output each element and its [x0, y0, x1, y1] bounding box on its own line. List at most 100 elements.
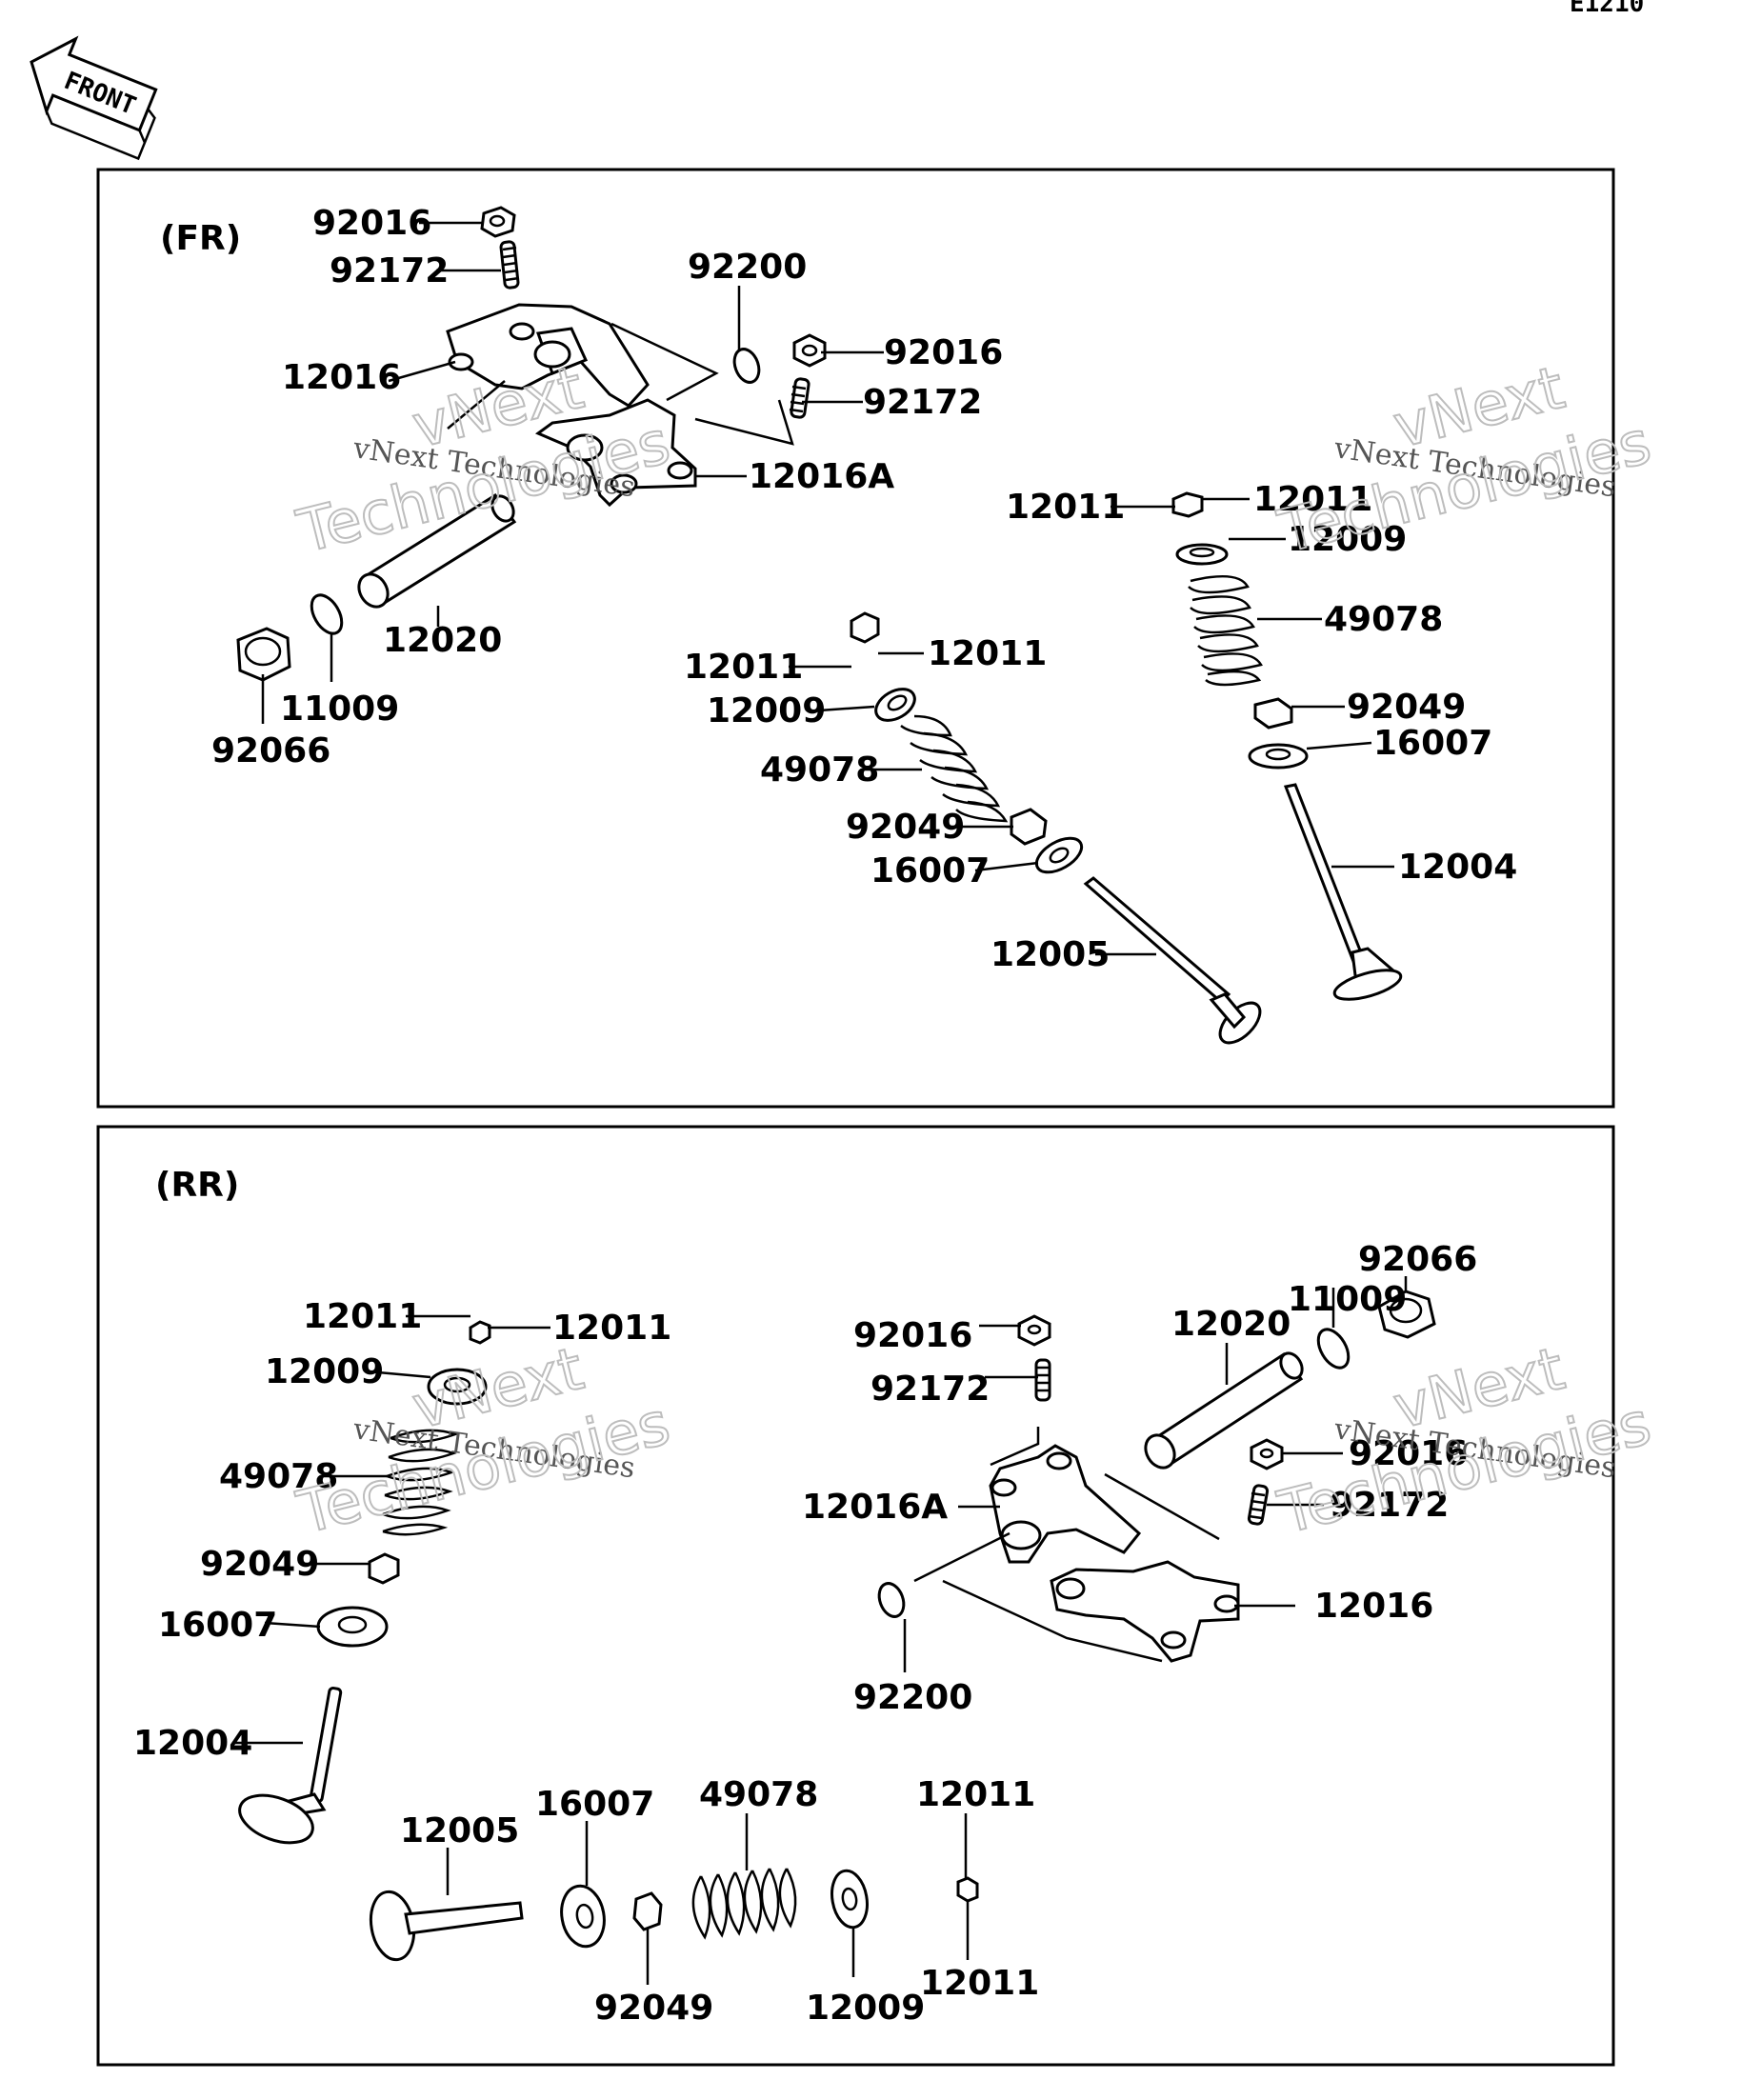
- spring-seat-icon: [560, 1884, 606, 1949]
- label-49078: 49078: [699, 1775, 818, 1814]
- label-92066: 92066: [1358, 1240, 1477, 1279]
- valve-seal-icon: [1010, 808, 1048, 846]
- o-ring-icon: [877, 1582, 906, 1618]
- washer-icon: [1316, 1328, 1351, 1370]
- section-title-rr: (RR): [155, 1166, 239, 1205]
- label-16007: 16007: [535, 1785, 654, 1824]
- intake-valve-icon: [369, 1890, 524, 1962]
- label-12016: 12016: [282, 358, 401, 397]
- rocker-shaft-icon: [357, 492, 517, 609]
- nut-icon: [1017, 1314, 1051, 1347]
- label-92066: 92066: [211, 731, 330, 770]
- label-92172: 92172: [330, 251, 449, 290]
- label-12011: 12011: [1006, 488, 1125, 527]
- label-12004: 12004: [1398, 848, 1517, 887]
- valve-spring-icon: [900, 714, 1009, 823]
- label-12020: 12020: [1171, 1305, 1291, 1344]
- spring-retainer-icon: [427, 1368, 488, 1406]
- nut-icon: [480, 206, 516, 238]
- cotter-icon: [1171, 491, 1204, 518]
- label-12009: 12009: [806, 1989, 925, 2028]
- valve-spring-icon: [1188, 575, 1263, 687]
- fr-leaders: [261, 221, 1394, 956]
- label-16007: 16007: [158, 1606, 277, 1645]
- label-92172: 92172: [870, 1370, 990, 1409]
- label-12009: 12009: [265, 1352, 384, 1391]
- front-arrow-icon: FRONT: [30, 35, 158, 161]
- spring-seat-icon: [1248, 743, 1309, 770]
- label-12020: 12020: [383, 621, 502, 660]
- label-11009: 11009: [280, 690, 399, 729]
- o-ring-icon: [732, 348, 761, 384]
- label-12016a: 12016A: [802, 1488, 948, 1527]
- section-title-fr: (FR): [160, 219, 241, 258]
- spring-seat-icon: [316, 1606, 389, 1648]
- label-12011: 12011: [1253, 480, 1372, 519]
- label-12009: 12009: [1288, 520, 1407, 559]
- label-92049: 92049: [200, 1545, 319, 1584]
- rr-labels: 12011 12011 12009 49078 92049 16007 1200…: [133, 1240, 1477, 2028]
- label-12016: 12016: [1314, 1587, 1433, 1626]
- spring-retainer-icon: [1175, 543, 1229, 566]
- fr-parts: [236, 206, 1403, 1045]
- spring-seat-icon: [1034, 836, 1084, 874]
- label-12005: 12005: [400, 1811, 519, 1850]
- label-12011: 12011: [552, 1309, 671, 1348]
- label-92049: 92049: [594, 1989, 713, 2028]
- cotter-icon: [956, 1876, 979, 1903]
- label-92172: 92172: [863, 383, 982, 422]
- nut-icon: [792, 333, 827, 368]
- diagram-code: E1210: [1570, 0, 1644, 18]
- label-12011: 12011: [303, 1297, 422, 1336]
- spring-retainer-icon: [874, 688, 916, 722]
- label-11009: 11009: [1288, 1280, 1407, 1319]
- rocker-arm-12016: [1050, 1560, 1240, 1663]
- nut-icon: [1250, 1438, 1284, 1470]
- valve-spring-icon: [691, 1868, 797, 1940]
- watermark: vNext Technologies vNext Technologies vN…: [290, 1332, 1658, 1549]
- label-12011: 12011: [928, 634, 1047, 673]
- stud-icon: [1247, 1484, 1270, 1526]
- label-92016: 92016: [1349, 1434, 1468, 1473]
- plug-icon: [236, 627, 291, 682]
- washer-icon: [310, 593, 344, 635]
- rocker-shaft-icon: [1144, 1351, 1304, 1470]
- valve-seal-icon: [368, 1552, 400, 1585]
- label-49078: 49078: [1324, 600, 1443, 639]
- valve-spring-icon: [382, 1429, 459, 1536]
- intake-valve-icon: [1083, 876, 1262, 1045]
- label-12011: 12011: [916, 1775, 1035, 1814]
- label-92049: 92049: [1347, 688, 1466, 727]
- section-frame-rr: [96, 1125, 1615, 2067]
- label-92016: 92016: [884, 333, 1003, 372]
- label-49078: 49078: [219, 1457, 338, 1496]
- label-12011: 12011: [920, 1964, 1039, 2003]
- label-12016a: 12016A: [749, 457, 894, 496]
- section-frame-fr: [96, 168, 1615, 1109]
- stud-icon: [499, 240, 520, 290]
- label-92200: 92200: [853, 1678, 972, 1717]
- rr-leaders: [234, 1276, 1408, 1985]
- label-12005: 12005: [991, 935, 1110, 974]
- exhaust-valve-icon: [238, 1687, 343, 1845]
- label-12009: 12009: [707, 691, 826, 730]
- label-92049: 92049: [846, 808, 965, 847]
- stud-icon: [789, 377, 810, 419]
- label-49078: 49078: [760, 750, 879, 790]
- exhaust-valve-icon: [1283, 783, 1403, 1001]
- label-92200: 92200: [688, 248, 807, 287]
- spring-retainer-icon: [830, 1869, 869, 1930]
- label-12004: 12004: [133, 1724, 252, 1763]
- rr-parts: [238, 1290, 1436, 1962]
- label-16007: 16007: [1373, 724, 1492, 763]
- valve-seal-icon: [632, 1891, 663, 1931]
- label-92172: 92172: [1330, 1486, 1449, 1525]
- label-12011: 12011: [684, 648, 803, 687]
- cotter-icon: [469, 1320, 491, 1345]
- cotter-icon: [850, 611, 880, 644]
- label-92016: 92016: [312, 204, 431, 243]
- stud-icon: [1034, 1358, 1051, 1402]
- label-92016: 92016: [853, 1316, 972, 1355]
